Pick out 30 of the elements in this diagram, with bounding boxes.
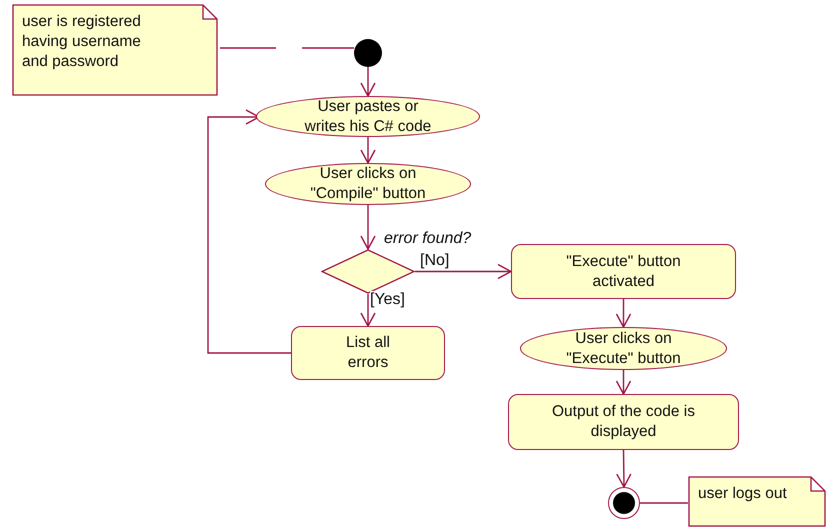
note-connector [640, 502, 688, 504]
arrow [207, 109, 291, 354]
edge-label: [Yes] [370, 291, 405, 309]
guard-text: error found? [384, 230, 472, 248]
node-text: User pastes or writes his C# code [304, 96, 432, 136]
arrow [616, 450, 632, 488]
node-text: User clicks on "Compile" button [309, 164, 427, 204]
arrow [415, 264, 512, 280]
note-text: user is registered having username and password [22, 12, 142, 72]
note [12, 4, 218, 96]
node-text: "Execute" button activated [565, 252, 682, 292]
arrow [616, 370, 632, 395]
node-text: List all errors [345, 333, 391, 373]
action-box [511, 244, 736, 299]
edge-label: [No] [420, 252, 450, 270]
arrow [360, 137, 376, 164]
arrow [360, 67, 376, 97]
note [688, 476, 826, 527]
note-connector [220, 47, 354, 49]
node-text: User clicks on "Execute" button [565, 328, 682, 368]
note-text: user logs out [698, 484, 787, 504]
start-node [354, 39, 382, 67]
action-box [291, 326, 445, 380]
decision-diamond [321, 249, 415, 294]
arrow [360, 205, 376, 250]
node-text: Output of the code is displayed [550, 402, 696, 442]
end-node [608, 487, 640, 519]
arrow [360, 294, 376, 327]
action-box [508, 394, 739, 450]
arrow [616, 299, 632, 328]
